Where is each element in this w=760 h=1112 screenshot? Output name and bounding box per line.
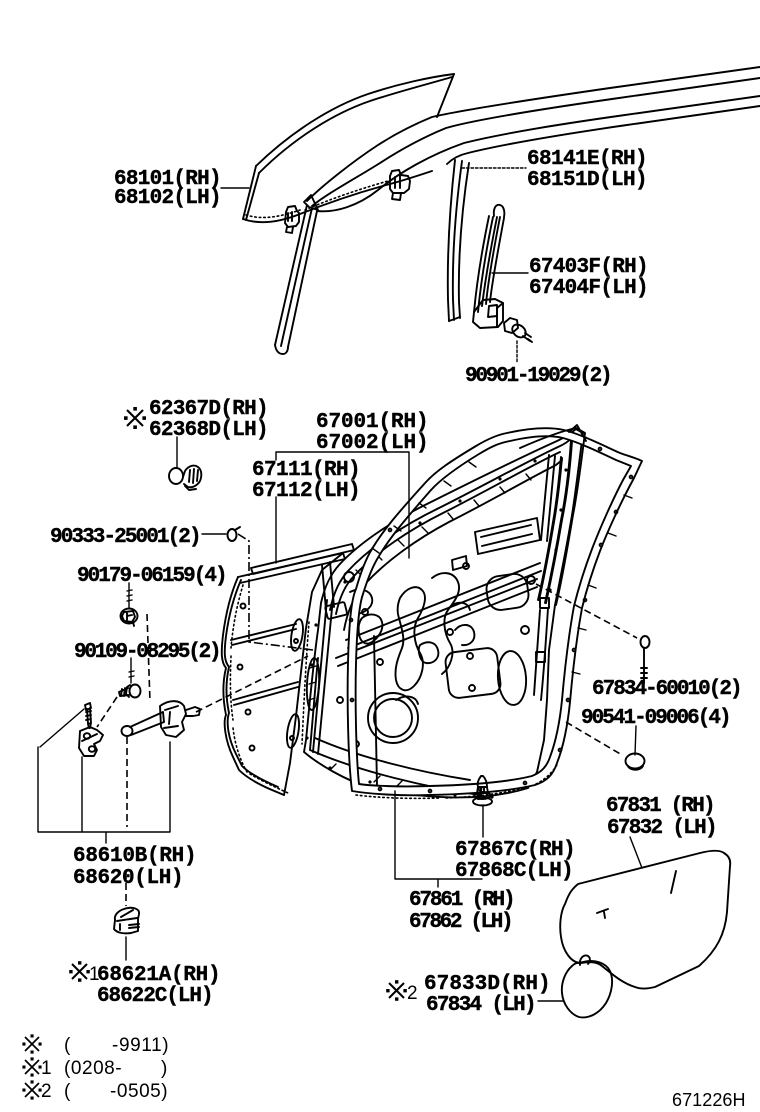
- svg-text:68620(LH): 68620(LH): [73, 867, 183, 890]
- svg-text:-9911): -9911): [112, 1035, 169, 1056]
- svg-text:(0208-: (0208-: [64, 1058, 122, 1079]
- svg-text:1: 1: [89, 964, 100, 985]
- svg-text:671226H: 671226H: [672, 1090, 746, 1110]
- svg-text:67833D(RH): 67833D(RH): [424, 973, 550, 996]
- svg-text:67831 (RH): 67831 (RH): [606, 795, 715, 818]
- svg-text:67834-60010(2): 67834-60010(2): [592, 678, 742, 701]
- svg-text:2: 2: [407, 983, 418, 1004]
- svg-text:(: (: [64, 1035, 71, 1056]
- svg-text:67867C(RH): 67867C(RH): [455, 839, 575, 862]
- svg-text:): ): [161, 1058, 168, 1079]
- svg-text:(: (: [64, 1081, 71, 1102]
- svg-text:67862 (LH): 67862 (LH): [409, 911, 513, 934]
- svg-text:67861 (RH): 67861 (RH): [409, 889, 515, 912]
- svg-text:67002(LH): 67002(LH): [316, 432, 428, 455]
- svg-text:67868C(LH): 67868C(LH): [455, 860, 573, 883]
- svg-text:67834 (LH): 67834 (LH): [426, 994, 536, 1017]
- svg-text:67001(RH): 67001(RH): [316, 411, 428, 434]
- svg-text:68151D(LH): 68151D(LH): [527, 169, 647, 192]
- svg-text:68610B(RH): 68610B(RH): [73, 845, 196, 868]
- svg-text:68102(LH): 68102(LH): [114, 187, 221, 210]
- svg-text:62367D(RH): 62367D(RH): [149, 398, 268, 421]
- svg-text:-0505): -0505): [110, 1081, 168, 1102]
- svg-text:90333-25001(2): 90333-25001(2): [50, 526, 201, 549]
- svg-text:1: 1: [41, 1058, 52, 1079]
- svg-text:2: 2: [41, 1081, 52, 1102]
- svg-text:90541-09006(4): 90541-09006(4): [581, 707, 731, 730]
- svg-text:67832 (LH): 67832 (LH): [607, 817, 717, 840]
- svg-text:67111(RH): 67111(RH): [252, 459, 360, 482]
- svg-text:68621A(RH): 68621A(RH): [97, 964, 220, 987]
- svg-text:67403F(RH): 67403F(RH): [529, 256, 648, 279]
- svg-text:68622C(LH): 68622C(LH): [97, 985, 213, 1008]
- svg-text:68101(RH): 68101(RH): [114, 168, 221, 191]
- svg-text:90179-06159(4): 90179-06159(4): [77, 565, 227, 588]
- svg-text:67404F(LH): 67404F(LH): [529, 277, 648, 300]
- svg-text:68141E(RH): 68141E(RH): [527, 148, 647, 171]
- svg-text:67112(LH): 67112(LH): [252, 480, 360, 503]
- svg-text:90109-08295(2): 90109-08295(2): [74, 641, 221, 664]
- svg-text:62368D(LH): 62368D(LH): [149, 419, 268, 442]
- svg-text:90901-19029(2): 90901-19029(2): [465, 365, 612, 388]
